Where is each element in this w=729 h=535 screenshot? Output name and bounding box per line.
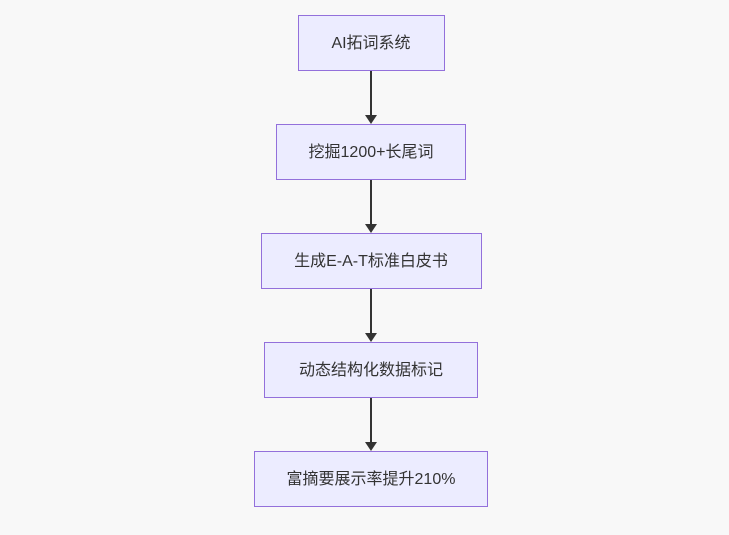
flow-edge-a-b <box>365 71 377 124</box>
flow-node-label: 挖掘1200+长尾词 <box>308 143 434 161</box>
flow-node-longtail-mining: 挖掘1200+长尾词 <box>276 124 466 180</box>
flow-node-label: AI拓词系统 <box>331 34 411 52</box>
flow-edge-b-c <box>365 180 377 233</box>
arrowhead-down-icon <box>365 333 377 342</box>
flow-edge-c-d <box>365 289 377 342</box>
arrow-line <box>370 398 372 442</box>
arrowhead-down-icon <box>365 442 377 451</box>
arrowhead-down-icon <box>365 115 377 124</box>
flow-node-structured-data-markup: 动态结构化数据标记 <box>264 342 478 398</box>
flow-node-ai-keyword-system: AI拓词系统 <box>297 15 445 71</box>
flow-node-label: 生成E-A-T标准白皮书 <box>294 252 448 270</box>
arrow-line <box>370 289 372 333</box>
arrowhead-down-icon <box>365 224 377 233</box>
arrow-line <box>370 71 372 115</box>
arrow-line <box>370 180 372 224</box>
flow-node-label: 富摘要展示率提升210% <box>286 470 456 488</box>
flow-edge-d-e <box>365 398 377 451</box>
flow-node-eat-whitepaper: 生成E-A-T标准白皮书 <box>260 233 482 289</box>
flowchart: AI拓词系统 挖掘1200+长尾词 生成E-A-T标准白皮书 动态结构化数据标记 <box>254 15 488 507</box>
flow-node-rich-snippet-result: 富摘要展示率提升210% <box>254 451 488 507</box>
flow-node-label: 动态结构化数据标记 <box>298 361 443 379</box>
